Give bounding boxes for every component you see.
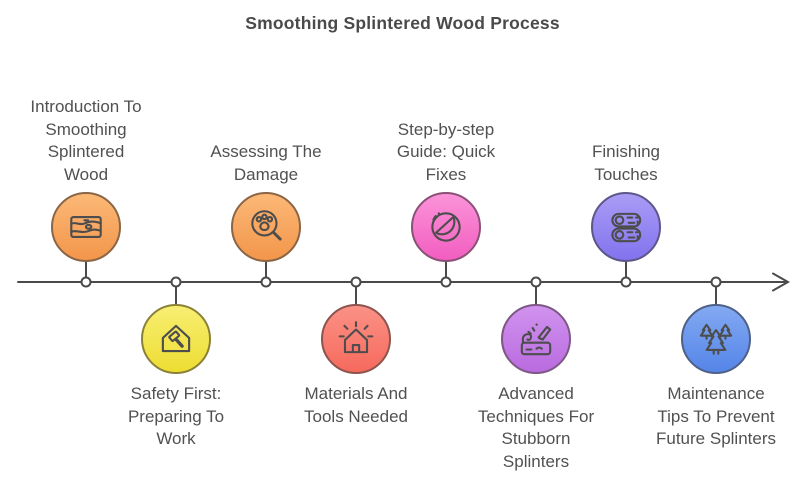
fruit-slice-icon [431,212,461,242]
logs-icon [611,212,642,243]
step-label: Assessing The Damage [210,142,322,184]
page-title: Smoothing Splintered Wood Process [245,13,560,33]
step-label: Step-by-step Guide: Quick Fixes [396,119,496,184]
node-dot [80,276,92,288]
node-dot [620,276,632,288]
node-dot [440,276,452,288]
step-label: Safety First: Preparing To Work [127,384,225,448]
step-circle-finishing [591,192,661,262]
axis-arrowhead [772,272,791,292]
house-hammer-icon [161,324,191,353]
step-label: Finishing Touches [591,142,661,184]
step-circle-materials [321,304,391,374]
carving-tool-icon [520,323,552,356]
house-rays-icon [338,321,374,354]
wood-plank-icon [70,215,102,239]
step-circle-introduction [51,192,121,262]
node-dot [260,276,272,288]
node-dot [530,276,542,288]
step-circle-quick-fixes [411,192,481,262]
step-label: Maintenance Tips To Prevent Future Splin… [656,384,776,448]
step-label: Introduction To Smoothing Splintered Woo… [30,97,142,184]
step-circle-assessing [231,192,301,262]
step-circle-safety [141,304,211,374]
node-dot [710,276,722,288]
step-label: Materials And Tools Needed [304,384,408,426]
paw-magnifier-icon [251,210,282,241]
node-dot [350,276,362,288]
step-label: Advanced Techniques For Stubborn Splinte… [477,384,595,471]
step-circle-advanced [501,304,571,374]
pine-trees-icon [699,323,733,355]
step-circle-maintenance [681,304,751,374]
node-dot [170,276,182,288]
